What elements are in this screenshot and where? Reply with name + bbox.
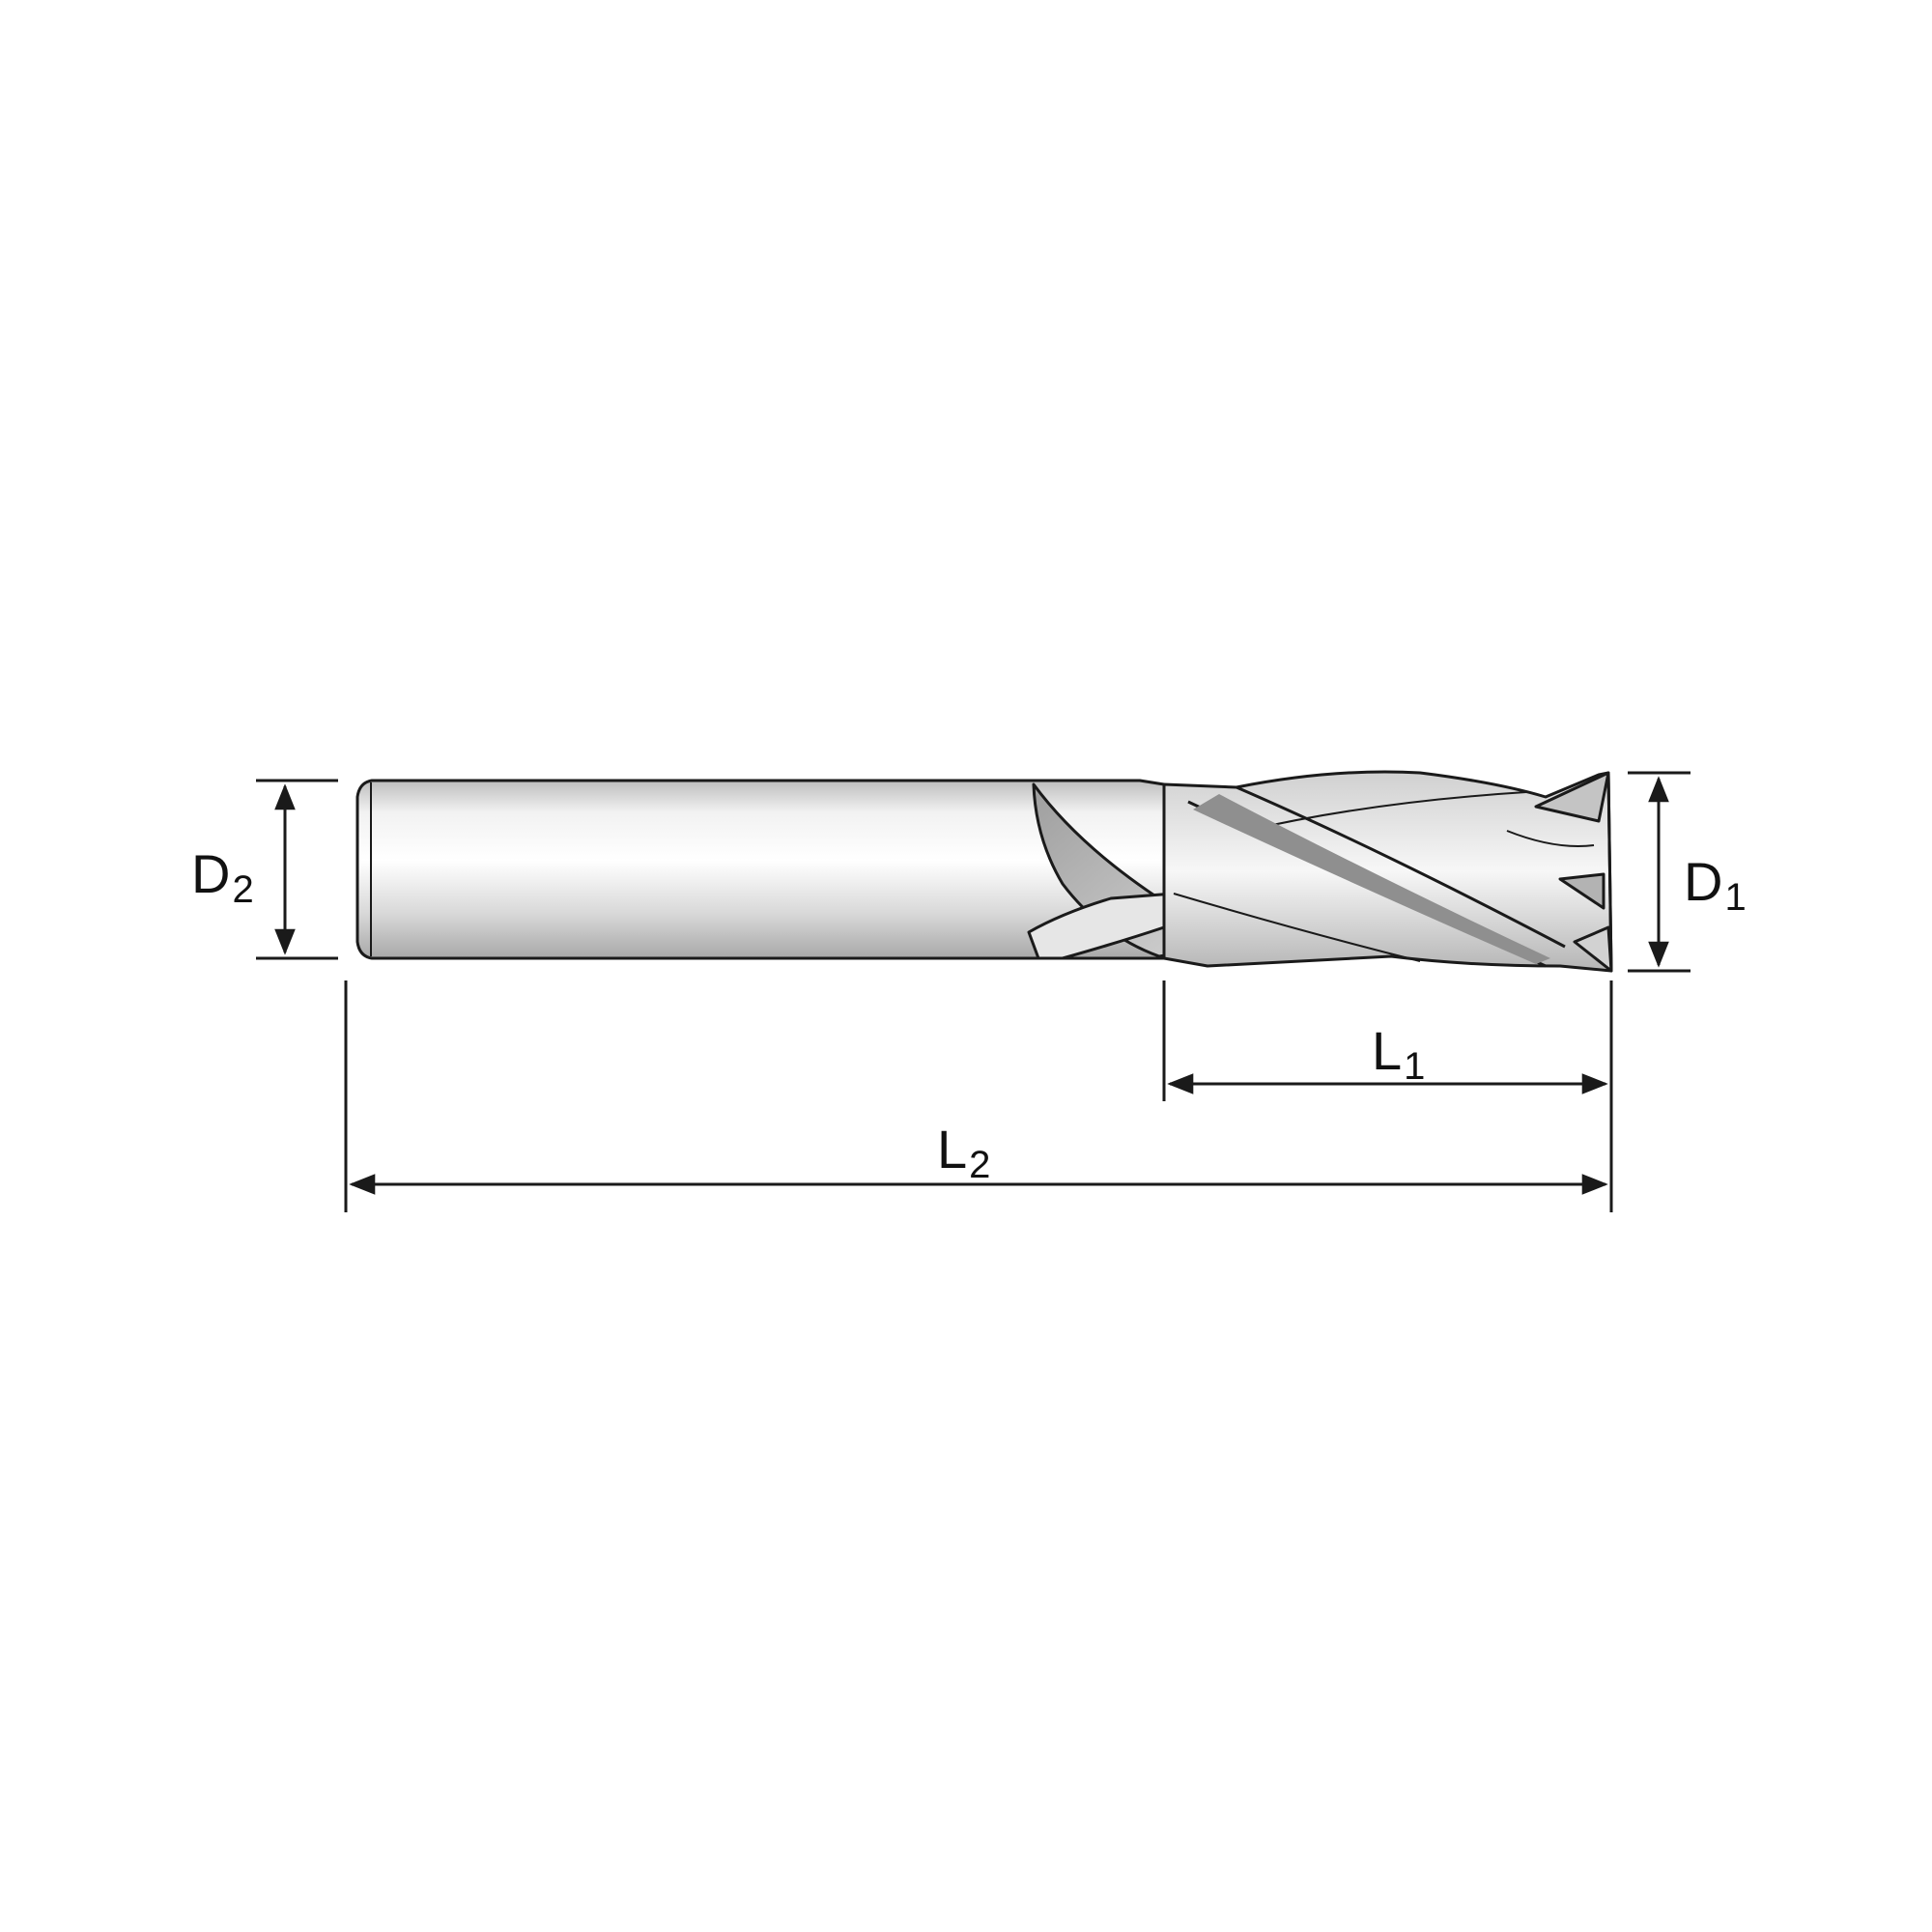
flute-edge-5 [1506,830,1595,847]
d2-label: D2 [191,847,254,911]
flute-edge-2 [1236,785,1566,949]
tip-notch-middle [1558,872,1605,910]
l2-label-symbol: L [937,1119,968,1179]
l1-label-subscript: 1 [1404,1045,1426,1088]
l2-label-subscript: 2 [969,1144,991,1186]
d2-label-symbol: D [191,843,231,904]
shank [355,779,1166,960]
fluted-section [1162,770,1613,973]
tip-notch-upper [1534,771,1610,823]
dimension-lines [256,771,1690,1212]
l1-label: L1 [1372,1024,1426,1088]
d1-label-symbol: D [1684,851,1723,912]
l2-label: L2 [937,1119,991,1186]
d1-label: D1 [1684,855,1747,919]
flute-edge-3 [1245,791,1527,832]
end-mill-tool [355,770,1613,973]
flute-groove-dark [1193,794,1550,964]
flute-edge-4 [1173,893,1421,962]
l1-label-symbol: L [1372,1020,1403,1081]
d2-label-subscript: 2 [232,868,254,911]
tip-end-line [1606,772,1613,972]
d1-label-subscript: 1 [1724,876,1747,919]
